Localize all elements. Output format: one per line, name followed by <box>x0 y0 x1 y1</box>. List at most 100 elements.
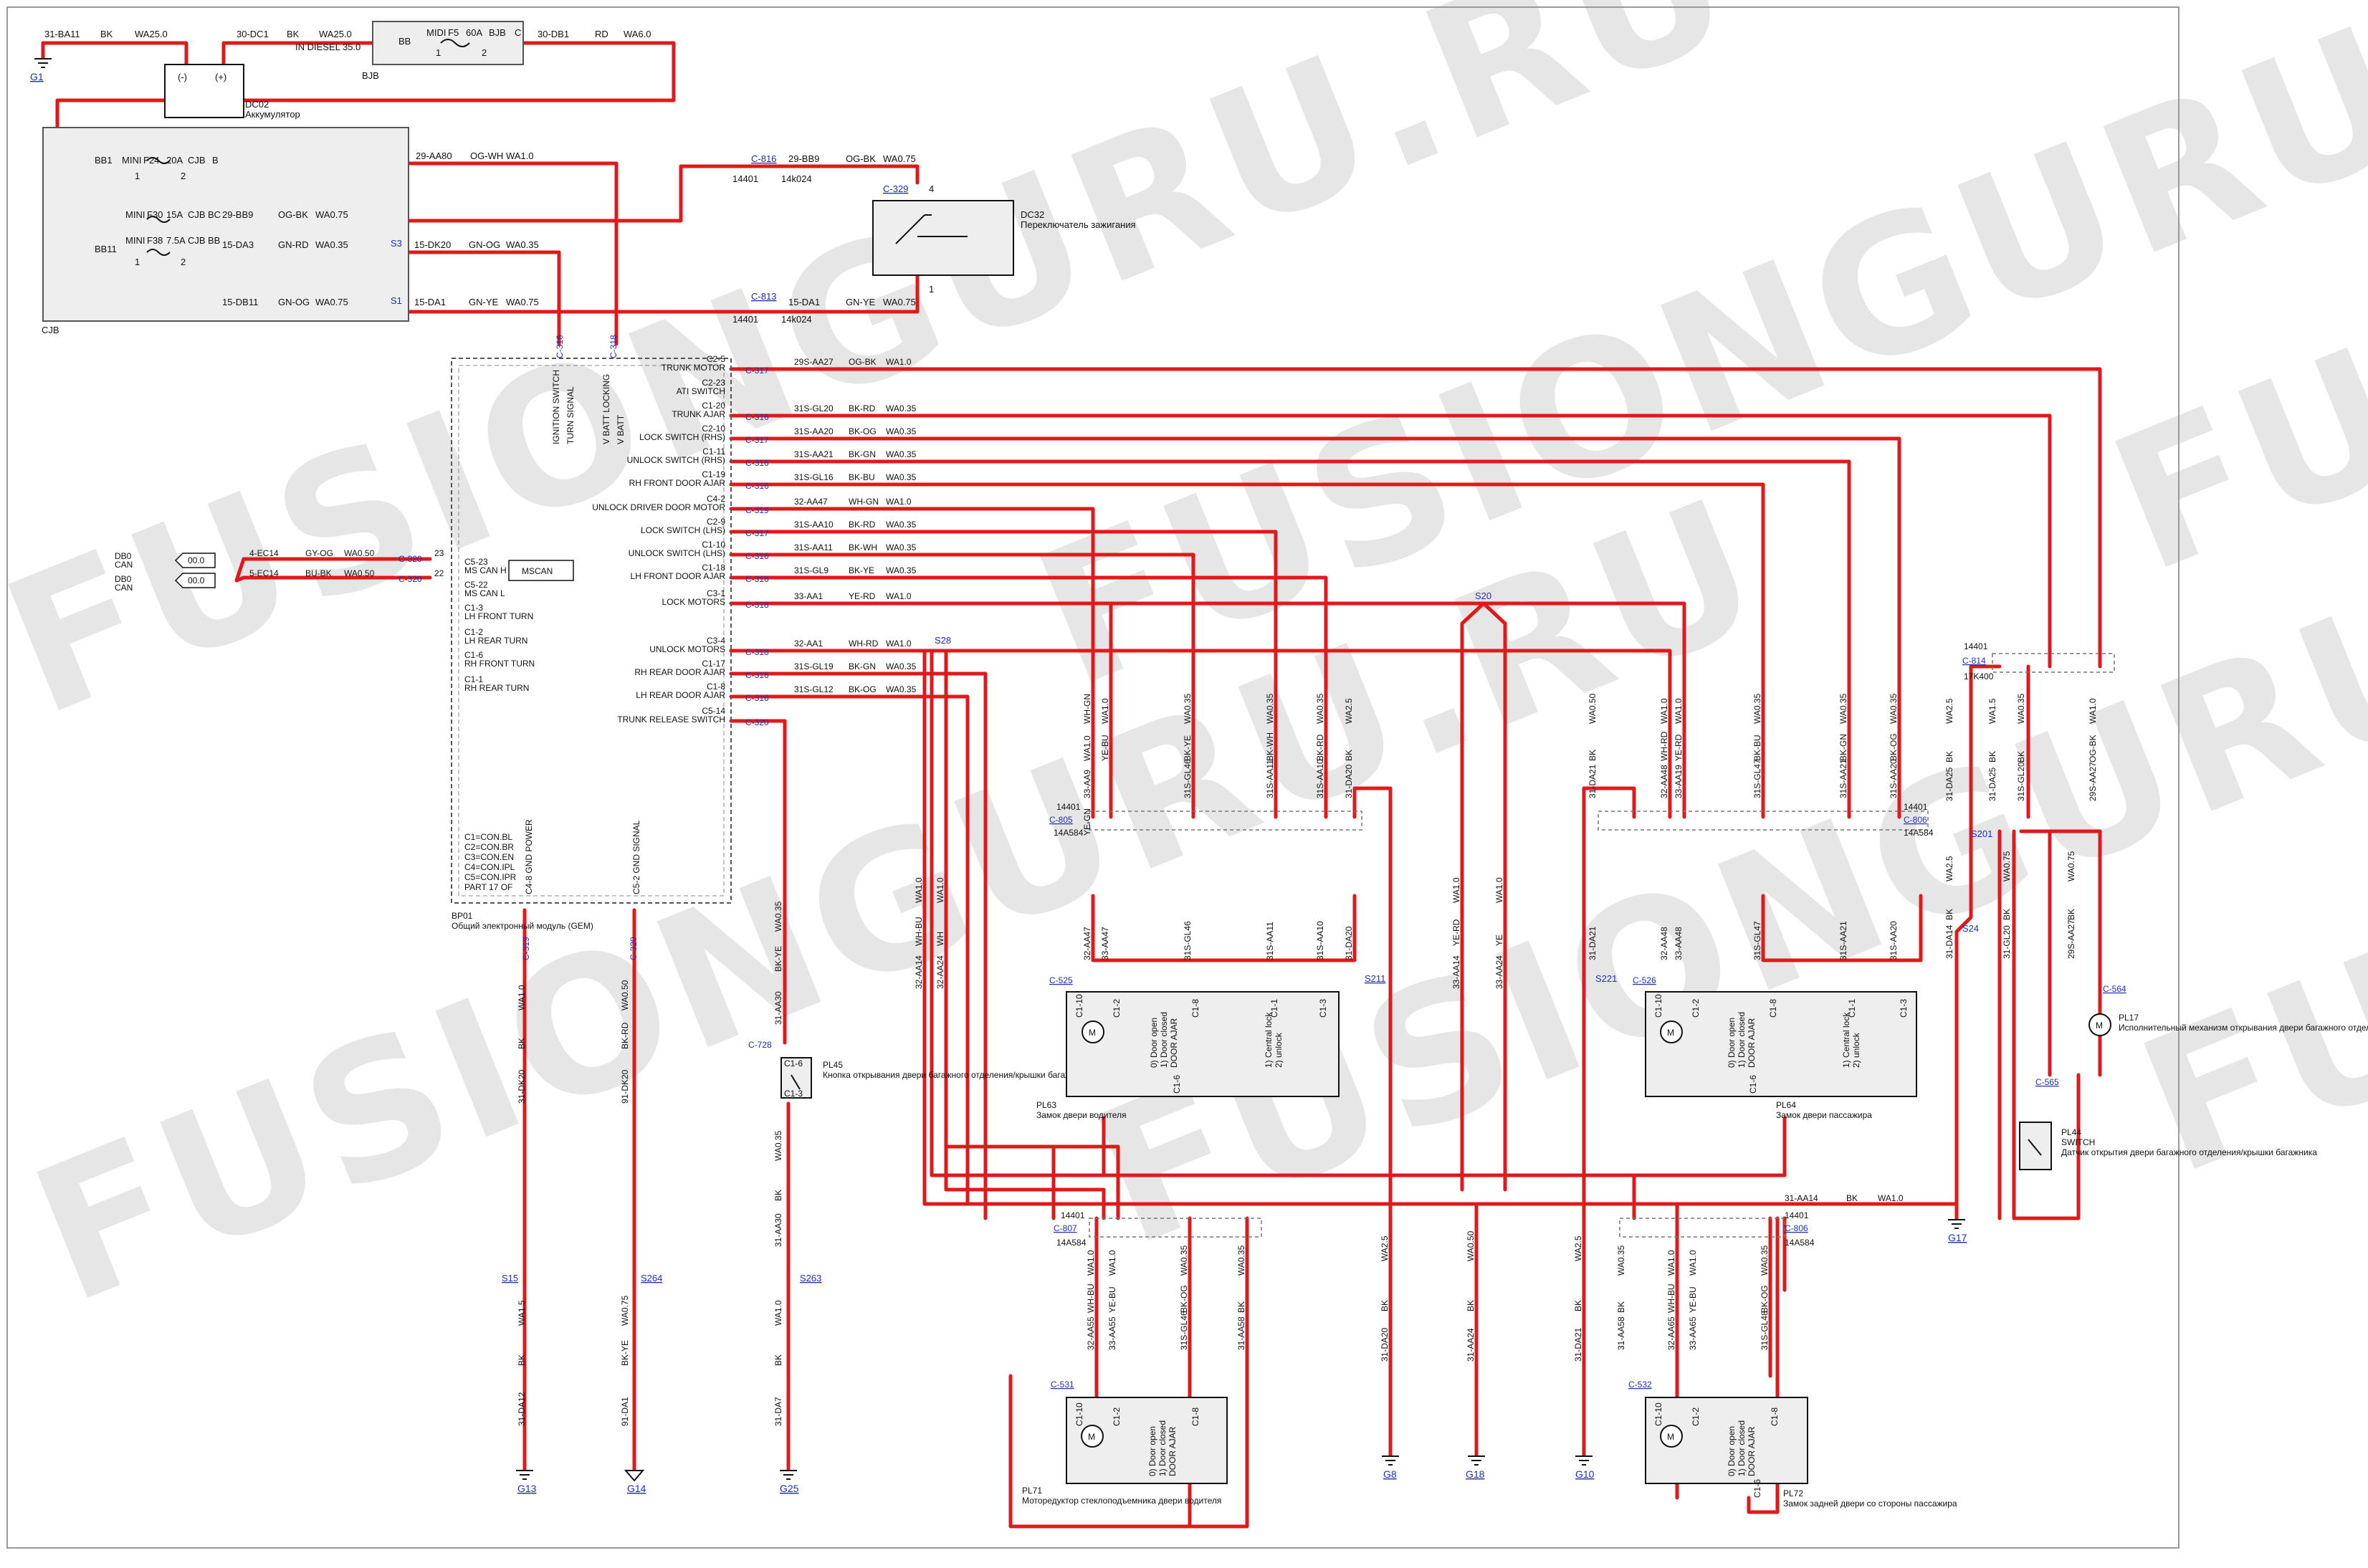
lock-text: 0) Door open <box>1147 1426 1157 1476</box>
wire <box>191 164 920 223</box>
ground-label: G18 <box>1466 1468 1485 1480</box>
wire-label: WA1.0 <box>1666 1250 1676 1276</box>
cjb-15a: 15A <box>166 209 183 220</box>
wire-label: WA2.5 <box>1573 1235 1583 1261</box>
wire-label: 31S-GL46 <box>1183 759 1193 798</box>
wire <box>729 671 988 1220</box>
wire-label: BK <box>1236 1301 1246 1313</box>
wire <box>944 671 1120 1220</box>
wire-label: WA1.0 <box>1086 1250 1096 1276</box>
watermark: FUS <box>2114 855 2368 1217</box>
ground-label: G13 <box>517 1483 537 1494</box>
diagram-frame <box>6 6 2180 1549</box>
inline-code: C-806 <box>1904 815 1927 825</box>
wire <box>234 557 432 583</box>
wire-label: 31S-AA21 <box>1838 759 1848 798</box>
wire-label: 15-DB11 <box>222 297 258 307</box>
gem-top-pin: TURN SIGNAL <box>565 386 576 444</box>
wire-label: 33-AA19 <box>1674 765 1684 798</box>
can-db0: DB0 <box>115 551 132 561</box>
wire-label: 31S-AA11 <box>1265 922 1275 960</box>
splice-label: S201 <box>1971 828 1992 839</box>
wire-label: BK <box>773 1190 783 1201</box>
gem-right-name: ATI SWITCH <box>677 386 725 396</box>
pl71-code: PL71 <box>1022 1486 1042 1496</box>
wire-label: BK <box>2002 909 2012 920</box>
wire <box>1460 601 1486 1192</box>
motor-icon <box>1660 1020 1683 1043</box>
gem-top-pin: V BATT LOCKING <box>601 374 611 444</box>
pl44-name: Датчик открытия двери багажного отделени… <box>2061 1147 2317 1157</box>
wire-label: BK-OG <box>849 684 877 694</box>
lock-text: 1) Central lock <box>1841 1012 1851 1068</box>
wire-label: 29S-AA27 <box>2066 919 2076 959</box>
wire-label: WA1.0 <box>2088 698 2098 724</box>
ground-label: G14 <box>627 1483 646 1494</box>
splice-label: S263 <box>800 1273 821 1283</box>
wire-label: 31-AA30 <box>773 991 783 1025</box>
pin-label: 1 <box>929 284 934 295</box>
wire <box>1582 786 1636 1457</box>
wire-label: BK <box>1987 751 1997 763</box>
wire-label: WH-BU <box>1666 1283 1676 1313</box>
wire-label: 31-DA21 <box>1573 1327 1583 1362</box>
wire-label: 32-AA24 <box>935 955 945 989</box>
gem-right-pin: C1-19 <box>702 469 725 479</box>
wire-label: 31-AA30 <box>773 1213 783 1247</box>
mscan-label: MSCAN <box>522 566 553 576</box>
gem-left-name: LH REAR TURN <box>464 636 527 646</box>
wire-label: 33-AA24 <box>1494 955 1504 989</box>
wire-label: BK-OG <box>1760 1285 1770 1313</box>
wire-label: BK <box>1573 1300 1583 1311</box>
wire-label: WH-RD <box>1659 731 1669 761</box>
wire-label: BK-RD <box>620 1022 630 1049</box>
cjb-bb1: BB1 <box>95 155 113 166</box>
wire-label: BK <box>1588 750 1598 761</box>
wire-label: GY-OG <box>305 548 333 558</box>
pl44-code: PL44 <box>2061 1127 2081 1137</box>
gem-box-inner <box>458 365 725 897</box>
pl45-name: Кнопка открывания двери багажного отделе… <box>823 1070 1089 1080</box>
wire-label: BK <box>1616 1301 1626 1313</box>
pl44-switch: SWITCH <box>2061 1137 2095 1147</box>
wire-label: BK <box>2016 751 2026 763</box>
wire-label: WA0.75 <box>315 297 348 307</box>
connector-label: C-320 <box>745 717 769 727</box>
wire-label: WA0.35 <box>1236 1245 1246 1276</box>
wire-label: YE-RD <box>1674 734 1684 761</box>
gem-bottom-conn: C-319 <box>521 937 531 960</box>
gem-top-conn: C-318 <box>608 335 619 358</box>
pl45-code: PL45 <box>823 1060 843 1070</box>
pl45-pin: C1-3 <box>784 1089 803 1099</box>
wire-label: 32-AA47 <box>794 497 828 507</box>
gem-right-pin: C1-10 <box>702 540 725 550</box>
ground-icon <box>1382 1455 1399 1466</box>
wire-label: BK <box>773 1354 783 1366</box>
gem-left-name: MS CAN H <box>464 565 507 575</box>
connector-label: C-318 <box>745 600 769 610</box>
wire-label: 31S-AA10 <box>1315 921 1325 960</box>
gem-left-name: LH FRONT TURN <box>464 611 533 621</box>
wire-label: WH-BU <box>914 917 924 946</box>
wire-label: BK-WH <box>1265 732 1275 761</box>
wire <box>729 482 1765 819</box>
wire <box>2019 829 2102 1077</box>
wire-label: 31-DA20 <box>1344 926 1354 960</box>
wire-label: WA0.35 <box>1889 693 1899 724</box>
wire-label: WA0.35 <box>886 449 917 459</box>
wire-label: YE <box>1494 934 1504 946</box>
wire-label: OG-BK <box>846 153 876 164</box>
pl63-code: PL63 <box>1036 1100 1056 1110</box>
gem-legend: C3=CON.EN <box>464 852 514 862</box>
cjb-f30: F30 <box>147 209 163 220</box>
ground-label: G17 <box>1948 1232 1967 1243</box>
lock-pin: C1-2 <box>1691 1407 1701 1426</box>
wire-label: WA0.75 <box>883 297 916 307</box>
can-connector-icon <box>174 553 216 568</box>
gem-name: Общий электронный модуль (GEM) <box>452 921 593 931</box>
connector-label: C-320 <box>398 554 422 564</box>
lock-pin: C1-10 <box>1653 1402 1663 1426</box>
wire-label: YE-BU <box>1107 1286 1117 1313</box>
wire-label: BK-OG <box>1889 733 1899 761</box>
gem-legend: C1=CON.BL <box>464 832 512 842</box>
